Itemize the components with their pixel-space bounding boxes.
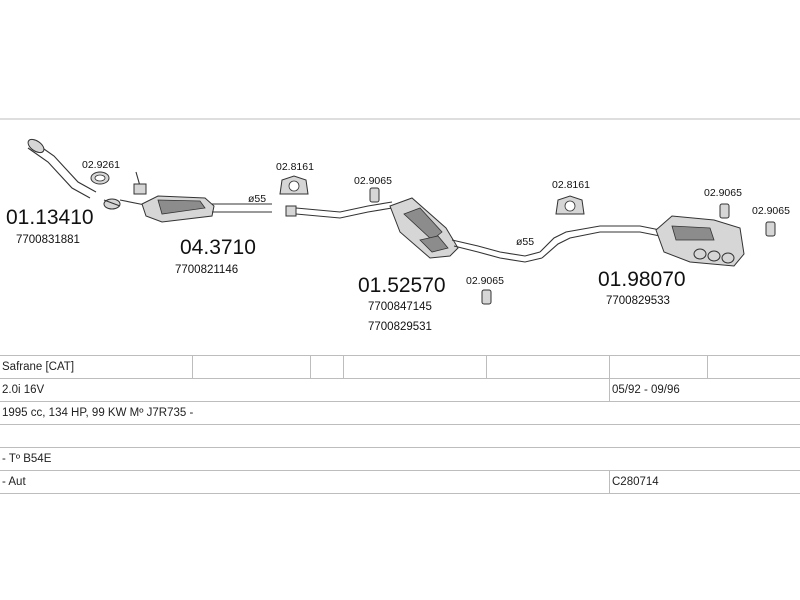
hanger-drawing-2 (481, 289, 492, 305)
oe-number-rear-silencer: 7700829533 (606, 295, 670, 307)
part-number-catalyst: 04.3710 (180, 236, 256, 259)
fitting-code-mount-1: 02.8161 (276, 161, 314, 173)
fitting-code-mount-2: 02.8161 (552, 179, 590, 191)
oe-number-catalyst: 7700821146 (175, 264, 238, 276)
table-cell (0, 424, 800, 448)
part-number-centre-silencer: 01.52570 (358, 274, 446, 297)
oe-number-front-pipe: 7700831881 (16, 234, 80, 246)
part-number-rear-silencer: 01.98070 (598, 268, 686, 291)
table-row: Safrane [CAT] (0, 355, 800, 379)
table-cell (310, 355, 344, 379)
sensor-drawing (133, 171, 147, 195)
hanger-drawing-3 (719, 203, 730, 219)
table-row: 1995 cc, 134 HP, 99 KW Mº J7R735 - (0, 401, 800, 425)
table-row (0, 424, 800, 448)
hanger-drawing-1 (369, 187, 380, 203)
oe-number-centre-silencer-2: 7700829531 (368, 321, 432, 333)
hanger-drawing-4 (765, 221, 776, 237)
fitting-code-hanger-2: 02.9065 (466, 275, 504, 287)
centre-silencer-drawing (285, 197, 543, 263)
table-cell (192, 355, 311, 379)
mount-drawing-1 (279, 175, 309, 195)
table-cell (609, 355, 708, 379)
vehicle-info-table: Safrane [CAT] 2.0i 16V 05/92 - 09/96 199… (0, 355, 800, 494)
table-row: - Aut C280714 (0, 470, 800, 494)
oe-number-centre-silencer-1: 7700847145 (368, 301, 432, 313)
vehicle-model: Safrane [CAT] (0, 355, 193, 379)
vehicle-specs: 1995 cc, 134 HP, 99 KW Mº J7R735 - (0, 401, 800, 425)
vehicle-transmission: - Aut (0, 470, 610, 494)
vehicle-gearbox: - Tº B54E (0, 447, 800, 471)
fitting-code-hanger-4: 02.9065 (752, 205, 790, 217)
mount-drawing-2 (555, 195, 585, 215)
catalog-code: C280714 (609, 470, 800, 494)
table-row: 2.0i 16V 05/92 - 09/96 (0, 378, 800, 402)
table-cell (343, 355, 487, 379)
vehicle-engine: 2.0i 16V (0, 378, 610, 402)
fitting-code-clamp: 02.9261 (82, 159, 120, 171)
pipe-diameter-2: ø55 (516, 236, 534, 248)
table-row: - Tº B54E (0, 447, 800, 471)
table-cell (707, 355, 800, 379)
clamp-drawing (90, 171, 110, 185)
vehicle-years: 05/92 - 09/96 (609, 378, 800, 402)
pipe-diameter-1: ø55 (248, 193, 266, 205)
rear-silencer-drawing (539, 215, 745, 267)
fitting-code-hanger-1: 02.9065 (354, 175, 392, 187)
table-cell (486, 355, 610, 379)
front-downpipe-drawing (27, 138, 121, 210)
catalyst-drawing (119, 195, 272, 223)
part-number-front-pipe: 01.13410 (6, 206, 94, 229)
fitting-code-hanger-3: 02.9065 (704, 187, 742, 199)
